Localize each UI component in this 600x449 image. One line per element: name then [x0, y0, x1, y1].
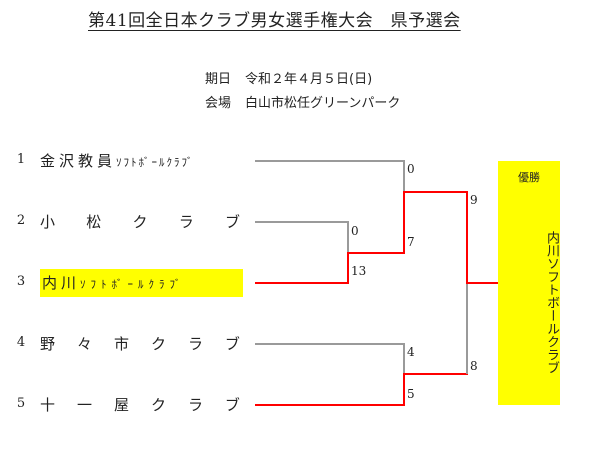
score-final-top: 9: [470, 193, 478, 207]
date-value: 令和２年４月５日(日): [245, 72, 373, 87]
date-label: 期日: [205, 72, 232, 87]
team-4: 野 々 市 ク ラ ブ: [40, 330, 240, 358]
score-team-4: 4: [407, 345, 415, 359]
bracket-line-champion: [466, 282, 498, 284]
team-2: 小 松 ク ラ ブ: [40, 208, 240, 236]
seed-2: 2: [16, 213, 26, 228]
bracket-line-team-1: [255, 160, 405, 162]
bracket-vline-sf1-bottom: [403, 191, 405, 254]
bracket-line-team-4: [255, 343, 405, 345]
bracket-vline-sf1-top: [403, 160, 405, 193]
bracket-line-r2-winner: [403, 373, 468, 375]
team-5-char: 一: [76, 396, 92, 414]
team-4-char: 々: [76, 335, 92, 353]
team-1-name-main: 金沢教員: [40, 152, 117, 170]
team-4-char: ブ: [224, 335, 240, 353]
champion-label: 優勝: [518, 171, 540, 184]
bracket-vline-r1-bottom: [347, 252, 349, 284]
score-team-2: 0: [351, 224, 359, 238]
team-2-char: ラ: [178, 213, 194, 231]
team-5-char: ク: [150, 396, 166, 414]
bracket-line-r1-winner: [347, 252, 405, 254]
bracket-vline-r2-top: [403, 343, 405, 374]
team-5-char: 屋: [113, 396, 129, 414]
score-team-3: 13: [351, 264, 367, 278]
team-3-name-main: 内川: [42, 274, 81, 292]
team-1-name-sub: ｿﾌﾄﾎﾞｰﾙｸﾗﾌﾞ: [116, 156, 195, 169]
champion-name: 内川ソフトボールクラブ: [544, 230, 559, 374]
team-5: 十 一 屋 ク ラ ブ: [40, 391, 240, 419]
team-2-char: 松: [86, 213, 102, 231]
team-4-char: 野: [40, 335, 56, 353]
team-1: 金沢教員ｿﾌﾄﾎﾞｰﾙｸﾗﾌﾞ: [40, 147, 195, 175]
bracket-vline-final-top: [466, 191, 468, 284]
team-5-char: ラ: [187, 396, 203, 414]
team-4-char: ラ: [187, 335, 203, 353]
bracket-line-team-5: [255, 404, 405, 406]
score-sf1-winner: 7: [407, 235, 415, 249]
seed-5: 5: [16, 396, 26, 411]
team-5-char: ブ: [224, 396, 240, 414]
venue-label: 会場: [205, 96, 232, 111]
score-final-bottom: 8: [470, 359, 478, 373]
date-row: 期日令和２年４月５日(日): [205, 68, 372, 87]
bracket-vline-final-bottom: [466, 284, 468, 374]
venue-value: 白山市松任グリーンパーク: [245, 96, 401, 111]
seed-4: 4: [16, 335, 26, 350]
bracket-line-sf1-winner: [403, 191, 468, 193]
champion-box: 優勝 内川ソフトボールクラブ: [498, 161, 560, 405]
team-3-winner: 内川ｿﾌﾄﾎﾞｰﾙｸﾗﾌﾞ: [40, 269, 243, 297]
team-4-char: 市: [113, 335, 129, 353]
team-5-char: 十: [40, 396, 56, 414]
team-3-name-sub: ｿﾌﾄﾎﾞｰﾙｸﾗﾌﾞ: [80, 278, 186, 291]
bracket-line-team-3: [255, 282, 349, 284]
seed-3: 3: [16, 274, 26, 289]
page-title: 第41回全日本クラブ男女選手権大会 県予選会: [88, 11, 461, 31]
bracket-vline-r2-bottom: [403, 373, 405, 406]
team-4-char: ク: [150, 335, 166, 353]
bracket-line-team-2: [255, 221, 349, 223]
score-team-5: 5: [407, 387, 415, 401]
bracket-vline-r1-top: [347, 221, 349, 253]
team-2-char: 小: [40, 213, 56, 231]
score-team-1: 0: [407, 162, 415, 176]
venue-row: 会場白山市松任グリーンパーク: [205, 92, 400, 111]
team-2-char: ブ: [224, 213, 240, 231]
team-2-char: ク: [132, 213, 148, 231]
seed-1: 1: [16, 152, 26, 167]
